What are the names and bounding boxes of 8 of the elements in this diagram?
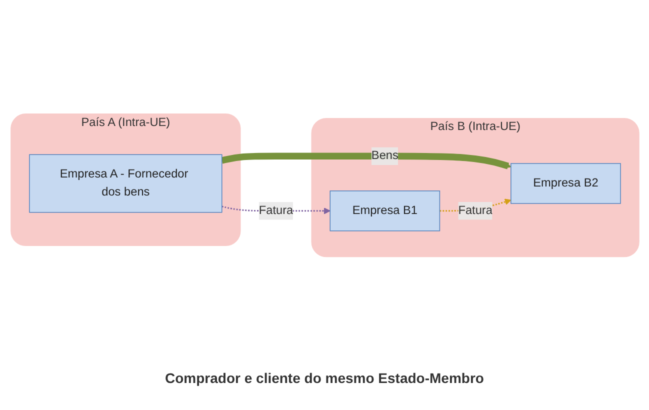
caption: Comprador e cliente do mesmo Estado-Membro <box>165 370 484 386</box>
node-box: Empresa B1 <box>329 190 440 231</box>
edge-label: Fatura <box>258 204 293 216</box>
node-box: Empresa A - Fornecedor dos bens <box>28 154 222 212</box>
edge-label: Bens <box>370 149 398 162</box>
node-box: Empresa B2 <box>510 162 620 204</box>
edge-label: Fatura <box>458 204 492 216</box>
arrow <box>220 152 511 169</box>
